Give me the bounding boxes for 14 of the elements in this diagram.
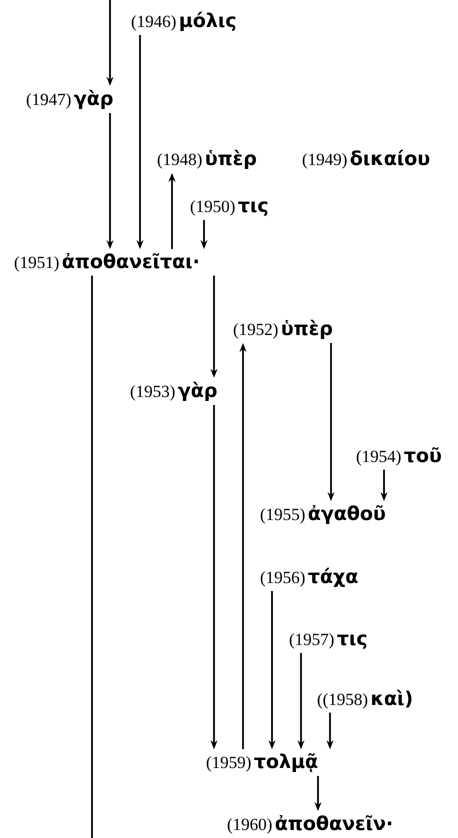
word-label: (1960) ἀποθανεῖν· xyxy=(228,815,392,834)
word-label: ((1958) καὶ) xyxy=(318,690,412,709)
word-label: (1953) γὰρ xyxy=(130,382,217,401)
word-label: (1957) τις xyxy=(290,633,366,649)
word-label: (1952) ὑπὲρ xyxy=(234,320,332,339)
word-label: (1946) μόλις xyxy=(132,12,236,31)
word-label: (1956) τάχα xyxy=(260,568,358,587)
word-label: (1948) ὑπὲρ xyxy=(158,150,256,169)
word-label: (1955) ἀγαθοῦ xyxy=(260,505,385,524)
word-label: (1947) γὰρ xyxy=(26,90,113,109)
word-label: (1949) δικαίου xyxy=(302,150,430,169)
word-label: (1950) τις xyxy=(190,200,268,216)
word-label: (1951) ἀποθανεῖται· xyxy=(14,253,198,272)
word-label: (1959) τολμᾷ xyxy=(206,753,318,772)
